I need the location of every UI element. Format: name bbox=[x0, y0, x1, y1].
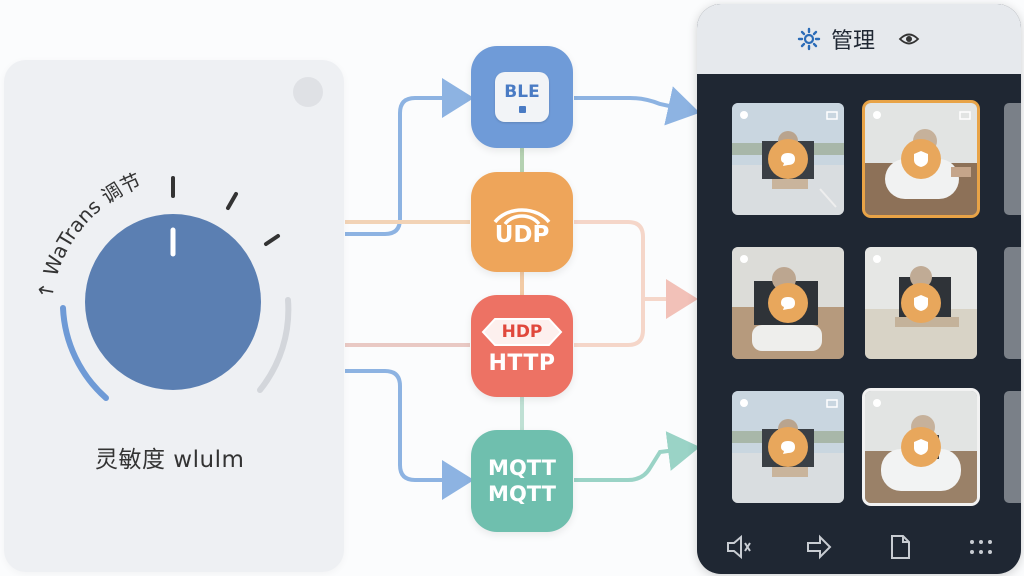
link-card-to-mqtt bbox=[345, 369, 474, 500]
ble-label: BLE bbox=[504, 81, 540, 102]
ble-badge: BLE bbox=[495, 72, 549, 122]
camera-thumbnail[interactable] bbox=[732, 103, 844, 215]
gear-icon[interactable] bbox=[797, 27, 821, 51]
link-ble-to-phone bbox=[574, 86, 700, 126]
camera-thumbnail[interactable] bbox=[732, 247, 844, 359]
knob-widget: ↑ WaTrans 调节 bbox=[33, 168, 292, 401]
camera-thumbnail-peek[interactable] bbox=[1004, 391, 1021, 503]
camera-status-icon bbox=[873, 111, 881, 119]
camera-thumbnail[interactable] bbox=[865, 391, 977, 503]
knob-track-right bbox=[257, 297, 292, 393]
mqtt-label-2: MQTT bbox=[488, 482, 556, 506]
play-badge-icon[interactable] bbox=[901, 283, 941, 323]
card-indicator-dot bbox=[293, 77, 323, 107]
link-card-to-ble bbox=[345, 78, 474, 236]
document-icon[interactable] bbox=[882, 529, 918, 565]
eye-icon[interactable] bbox=[897, 30, 921, 48]
play-badge-icon[interactable] bbox=[768, 283, 808, 323]
knob-dial bbox=[85, 214, 261, 390]
phone-panel: 管理 bbox=[697, 4, 1021, 574]
mqtt-label-1: MQTT bbox=[488, 456, 556, 480]
forward-arrow-icon[interactable] bbox=[801, 529, 837, 565]
udp-label: UDP bbox=[494, 222, 550, 248]
play-badge-icon[interactable] bbox=[901, 427, 941, 467]
camera-status-icon bbox=[740, 399, 748, 407]
camera-status-icon bbox=[740, 111, 748, 119]
phone-title: 管理 bbox=[830, 29, 875, 54]
phone-header: 管理 bbox=[697, 4, 1021, 74]
wifi-arc-icon bbox=[493, 208, 551, 226]
window-icon bbox=[826, 111, 838, 120]
camera-thumbnail[interactable] bbox=[865, 247, 977, 359]
ble-dot-icon bbox=[518, 105, 526, 113]
link-udp-http-loop bbox=[574, 220, 645, 347]
speaker-icon[interactable] bbox=[720, 529, 756, 565]
camera-thumbnail-peek[interactable] bbox=[1004, 103, 1021, 215]
phone-toolbar bbox=[697, 519, 1021, 574]
link-mqtt-to-phone bbox=[574, 431, 700, 482]
mqtt-tile[interactable]: MQTT MQTT bbox=[471, 430, 573, 532]
ble-tile[interactable]: BLE bbox=[471, 46, 573, 148]
camera-thumbnail-selected[interactable] bbox=[865, 103, 977, 215]
camera-status-icon bbox=[873, 255, 881, 263]
camera-status-icon bbox=[873, 399, 881, 407]
knob-caption: 灵敏度 wlulm bbox=[95, 447, 245, 473]
camera-status-icon bbox=[740, 255, 748, 263]
udp-tile[interactable]: UDP bbox=[471, 172, 573, 272]
play-badge-icon[interactable] bbox=[901, 139, 941, 179]
http-label: HTTP bbox=[488, 350, 556, 376]
camera-thumbnail-peek[interactable] bbox=[1004, 247, 1021, 359]
window-icon bbox=[959, 111, 971, 120]
knob-tick bbox=[264, 234, 280, 246]
knob-tick bbox=[226, 192, 238, 210]
camera-thumbnail[interactable] bbox=[732, 391, 844, 503]
knob-track-left bbox=[60, 305, 109, 401]
grid-dots-icon[interactable] bbox=[963, 529, 999, 565]
hdp-badge: HDP bbox=[481, 317, 563, 347]
http-tile[interactable]: HDP HTTP bbox=[471, 295, 573, 397]
play-badge-icon[interactable] bbox=[768, 427, 808, 467]
play-badge-icon[interactable] bbox=[768, 139, 808, 179]
hdp-label: HDP bbox=[501, 321, 543, 342]
window-icon bbox=[826, 399, 838, 408]
